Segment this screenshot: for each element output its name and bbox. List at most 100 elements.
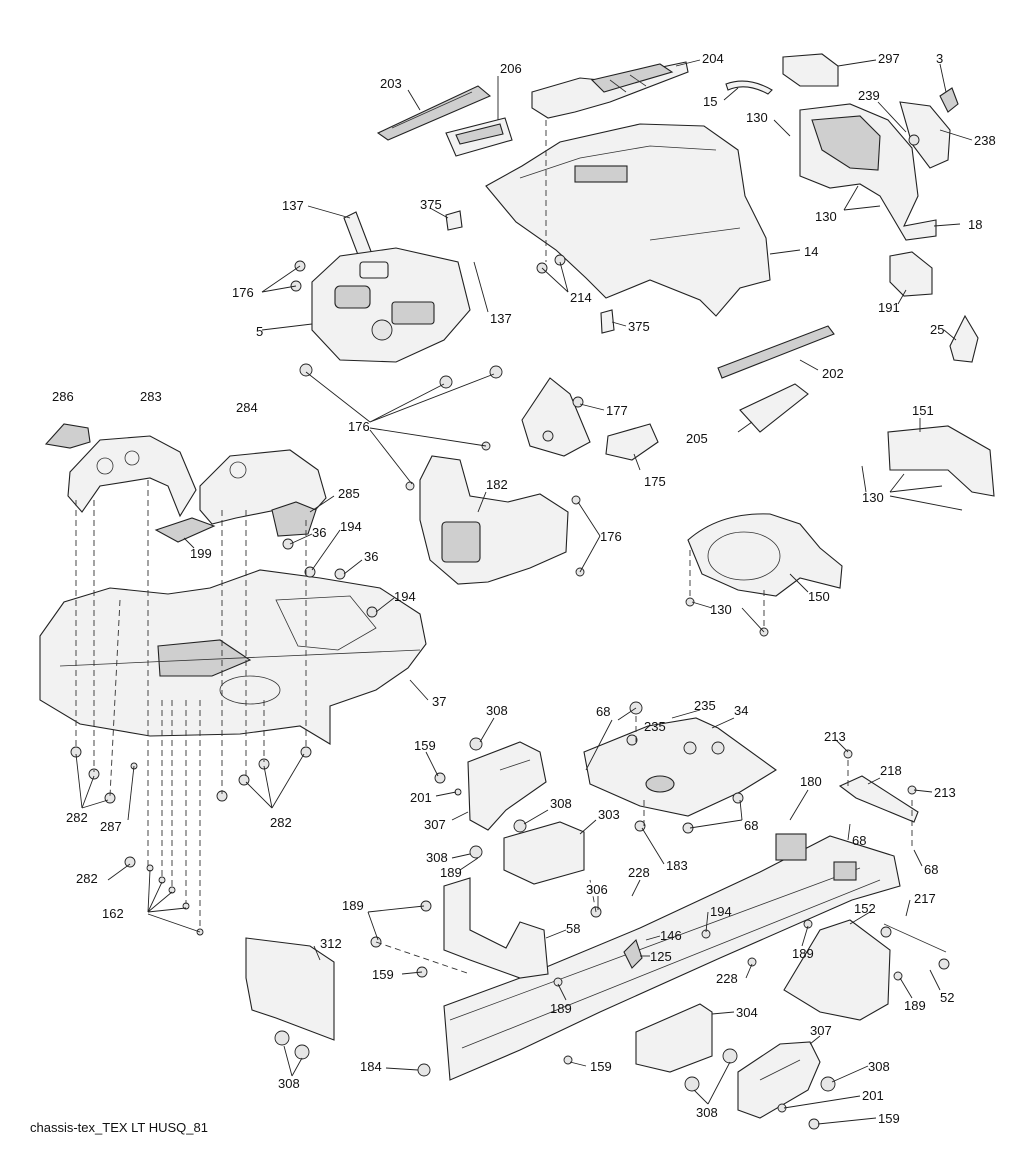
callout-184: 184: [360, 1059, 382, 1074]
callout-235-upper: 235: [694, 698, 716, 713]
part-205-cover: [739, 383, 809, 433]
part-illustrations: [39, 53, 995, 1130]
callout-130-upper-right: 130: [815, 209, 837, 224]
callout-191: 191: [878, 300, 900, 315]
callout-239: 239: [858, 88, 880, 103]
callout-189-rear-right: 189: [904, 998, 926, 1013]
callout-125: 125: [650, 949, 672, 964]
part-375-tag-upper: [445, 210, 463, 231]
callout-287: 287: [100, 819, 122, 834]
part-218-bracket: [838, 775, 919, 823]
part-199-plate: [154, 517, 216, 543]
part-15-strip: [725, 80, 773, 95]
part-150-fender: [687, 513, 843, 597]
callout-146: 146: [660, 928, 682, 943]
callout-15: 15: [703, 94, 717, 109]
callout-151: 151: [912, 403, 934, 418]
callout-175: 175: [644, 474, 666, 489]
callout-307-upper: 307: [424, 817, 446, 832]
part-25-bracket: [949, 314, 979, 363]
callout-285: 285: [338, 486, 360, 501]
callout-159-upper: 159: [414, 738, 436, 753]
part-283-cover: [67, 435, 197, 518]
callout-286: 286: [52, 389, 74, 404]
part-175-bracket: [605, 423, 659, 461]
callout-52: 52: [940, 990, 954, 1005]
part-202-grille: [717, 325, 835, 379]
callout-159-middle: 159: [372, 967, 394, 982]
callout-176-left: 176: [232, 285, 254, 300]
callout-34: 34: [734, 703, 748, 718]
callout-235-lower: 235: [644, 719, 666, 734]
callout-5: 5: [256, 324, 263, 339]
part-297-block: [782, 53, 839, 87]
callout-176-center: 176: [348, 419, 370, 434]
callout-213-left: 213: [824, 729, 846, 744]
callout-304: 304: [736, 1005, 758, 1020]
part-203-grille: [376, 85, 492, 141]
callout-36-right: 36: [364, 549, 378, 564]
part-204-hood-vent: [531, 61, 689, 119]
callout-130-upper-left: 130: [746, 110, 768, 125]
callout-3: 3: [936, 51, 943, 66]
callout-282-center: 282: [270, 815, 292, 830]
callout-228-lower: 228: [716, 971, 738, 986]
callout-308-bottom: 308: [696, 1105, 718, 1120]
callout-189-upper: 189: [440, 865, 462, 880]
diagram-caption: chassis-tex_TEX LT HUSQ_81: [30, 1120, 208, 1135]
callout-228-upper: 228: [628, 865, 650, 880]
callout-183: 183: [666, 858, 688, 873]
callout-375-lower: 375: [628, 319, 650, 334]
part-151-bracket: [887, 425, 995, 497]
callout-labels: 203 206 204 297 3 15 239 238 130 130 18 …: [52, 51, 996, 1126]
callout-137-upper: 137: [282, 198, 304, 213]
callout-130-fender: 130: [710, 602, 732, 617]
part-304-bracket: [635, 1003, 713, 1073]
callout-137-lower: 137: [490, 311, 512, 326]
callout-213-right: 213: [934, 785, 956, 800]
part-307-bracket-lower: [737, 1041, 821, 1119]
callout-204: 204: [702, 51, 724, 66]
callout-308-upper: 308: [486, 703, 508, 718]
fasteners: [70, 254, 950, 1130]
callout-282-lower: 282: [76, 871, 98, 886]
callout-68-upper: 68: [596, 704, 610, 719]
callout-176-right: 176: [600, 529, 622, 544]
callout-177: 177: [606, 403, 628, 418]
part-152-guard: [783, 919, 891, 1021]
callout-130-right-bracket: 130: [862, 490, 884, 505]
callout-205: 205: [686, 431, 708, 446]
callout-284: 284: [236, 400, 258, 415]
callout-180: 180: [800, 774, 822, 789]
callout-306: 306: [586, 882, 608, 897]
callout-203: 203: [380, 76, 402, 91]
part-307-bracket-upper: [467, 741, 547, 831]
callout-218: 218: [880, 763, 902, 778]
callout-159-bottom: 159: [878, 1111, 900, 1126]
part-303-bracket: [503, 821, 585, 885]
leader-lines: [75, 59, 973, 1125]
part-217-rod: [883, 923, 947, 953]
callout-189-rear-left: 189: [792, 946, 814, 961]
part-5-dash-panel: [311, 247, 471, 363]
alignment-lines: [75, 120, 913, 975]
callout-14: 14: [804, 244, 818, 259]
callout-68-middle: 68: [744, 818, 758, 833]
part-375-tag-lower: [600, 309, 615, 334]
callout-375-upper: 375: [420, 197, 442, 212]
part-177-bracket: [521, 377, 591, 457]
part-3-clip: [939, 87, 959, 113]
callout-308-shield: 308: [278, 1076, 300, 1091]
callout-194-lower: 194: [710, 904, 732, 919]
callout-217: 217: [914, 891, 936, 906]
callout-283: 283: [140, 389, 162, 404]
callout-68-right: 68: [924, 862, 938, 877]
callout-303: 303: [598, 807, 620, 822]
callout-189-lower: 189: [550, 1001, 572, 1016]
callout-189-left: 189: [342, 898, 364, 913]
callout-238: 238: [974, 133, 996, 148]
callout-68-bracket: 68: [852, 833, 866, 848]
callout-199: 199: [190, 546, 212, 561]
callout-37: 37: [432, 694, 446, 709]
